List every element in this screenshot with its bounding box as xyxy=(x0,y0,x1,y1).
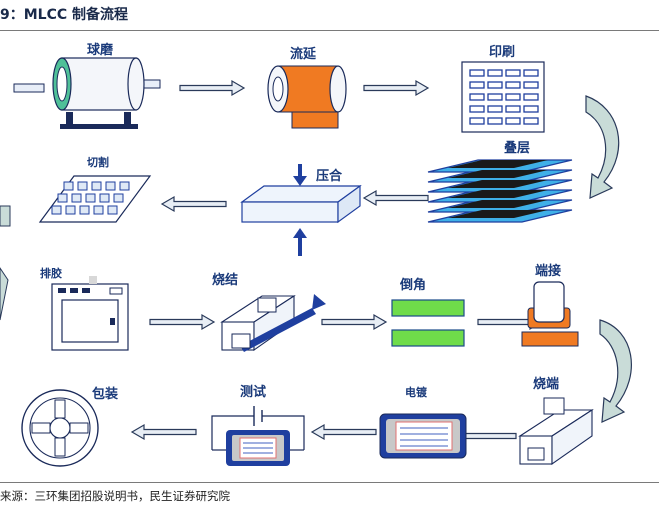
curved-arrow-right-top xyxy=(585,95,620,199)
label-termination: 端接 xyxy=(535,263,561,279)
sintering-icon xyxy=(220,294,326,352)
label-chamfering: 倒角 xyxy=(399,277,426,293)
termination-icon xyxy=(521,281,579,347)
figure-title: 9：MLCC 制备流程 xyxy=(0,7,129,23)
arrow-testing-packaging xyxy=(131,424,197,440)
arrow-pressing-cutting xyxy=(161,196,227,212)
debinding-icon xyxy=(51,283,129,351)
label-stacking: 叠层 xyxy=(504,141,530,156)
label-pressing: 压合 xyxy=(316,168,343,184)
cutting-icon xyxy=(38,175,152,223)
casting-icon xyxy=(267,65,347,129)
stacking-icon xyxy=(427,159,573,223)
curved-arrow-left-partial-bottom xyxy=(0,267,9,321)
arrow-stacking-pressing xyxy=(363,190,429,206)
source-note: 来源：三环集团招股说明书，民生证券研究院 xyxy=(0,489,230,503)
top-divider xyxy=(0,30,659,31)
chamfering-icon xyxy=(391,299,465,347)
arrow-debinding-sintering xyxy=(149,314,215,330)
label-ball-mill: 球磨 xyxy=(87,42,113,58)
packaging-icon xyxy=(21,389,99,467)
ball-mill-icon xyxy=(13,57,161,129)
plating-icon xyxy=(379,413,467,459)
label-plating: 电镀 xyxy=(405,385,428,399)
arrow-plating-testing xyxy=(311,424,377,440)
label-printing: 印刷 xyxy=(489,45,515,60)
label-cutting: 切割 xyxy=(87,155,109,169)
pressing-icon xyxy=(240,164,362,256)
curved-arrow-left-partial-top xyxy=(0,205,11,227)
printing-icon xyxy=(461,61,545,133)
label-sintering: 烧结 xyxy=(212,272,238,288)
label-firing-termination: 烧端 xyxy=(533,376,559,392)
firing-termination-icon xyxy=(518,397,594,466)
label-testing: 测试 xyxy=(240,384,266,400)
arrow-casting-printing xyxy=(363,80,429,96)
arrow-ballmill-casting xyxy=(179,80,245,96)
label-debinding: 排胶 xyxy=(40,266,62,280)
bottom-divider xyxy=(0,482,659,483)
curved-arrow-right-bottom xyxy=(599,319,632,423)
label-packaging: 包装 xyxy=(92,386,118,402)
arrow-sintering-chamfering xyxy=(321,314,387,330)
testing-icon xyxy=(211,406,305,466)
label-casting: 流延 xyxy=(290,46,317,62)
marker-square xyxy=(89,276,97,284)
